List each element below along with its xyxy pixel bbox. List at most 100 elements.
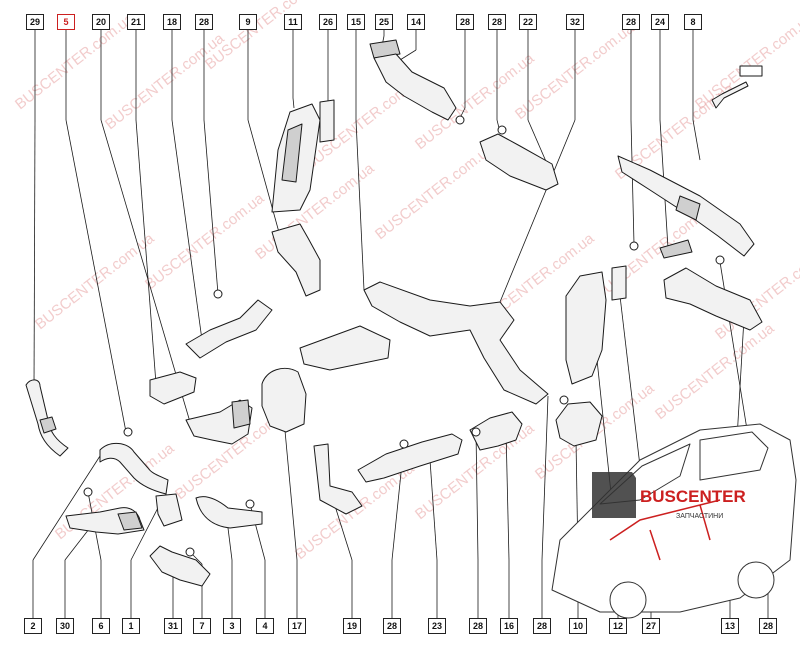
vehicle-side-window [699, 431, 769, 481]
leader-line [33, 119, 36, 389]
part-18-duct [185, 299, 273, 359]
logo-tagline: ЗАПЧАСТИНИ [676, 513, 723, 520]
part-6-bracket [155, 493, 183, 527]
clip-fastener [213, 289, 223, 299]
top-callout-28: 28 [195, 14, 213, 30]
bottom-callout-30: 30 [56, 618, 74, 634]
leader-line [283, 419, 298, 561]
vehicle-front-wheel [609, 581, 647, 619]
top-callout-29: 29 [26, 14, 44, 30]
part-14-duct [373, 53, 457, 121]
buscenter-logo: BUSCENTER ЗАПЧАСТИНИ [592, 472, 746, 520]
logo-name: BUSCENTER [640, 487, 746, 506]
clip-fastener [497, 125, 507, 135]
part-11-inner [281, 123, 303, 183]
bottom-callout-3: 3 [223, 618, 241, 634]
clip-fastener [629, 241, 639, 251]
part-13-duct [663, 267, 763, 331]
watermark-text: BUSCENTER.com.ua [102, 30, 228, 134]
top-callout-25: 25 [375, 14, 393, 30]
part-9-duct [271, 223, 321, 297]
part-8-grille [675, 195, 701, 221]
clip-fastener [715, 255, 725, 265]
vehicle-interior-ducts [609, 499, 721, 561]
bottom-callout-28: 28 [759, 618, 777, 634]
bottom-callout-28: 28 [383, 618, 401, 634]
part-22-duct [479, 133, 559, 191]
top-callout-28: 28 [488, 14, 506, 30]
bottom-callout-7: 7 [193, 618, 211, 634]
leader-line [475, 431, 479, 561]
bottom-callout-12: 12 [609, 618, 627, 634]
top-callout-9: 9 [239, 14, 257, 30]
part-25-vent [369, 39, 401, 59]
part-24-vent [659, 239, 693, 259]
clip-fastener [185, 547, 195, 557]
leader-line [429, 459, 438, 561]
part-20-vent [231, 399, 251, 429]
watermark-text: BUSCENTER.com.ua [292, 460, 418, 564]
part-27-vent [611, 265, 627, 301]
bottom-callout-31: 31 [164, 618, 182, 634]
bottom-callout-2: 2 [24, 618, 42, 634]
clip-fastener [455, 115, 465, 125]
part-17-housing [261, 368, 307, 433]
leader-line [130, 499, 163, 561]
part-15-duct [299, 325, 391, 371]
top-callout-8: 8 [684, 14, 702, 30]
top-callout-22: 22 [519, 14, 537, 30]
part-8-pin [711, 81, 749, 109]
leader-line [527, 119, 549, 167]
logo-bus-icon [592, 472, 636, 518]
leader-line [399, 49, 417, 61]
leader-line [505, 429, 510, 561]
leader-line [541, 395, 549, 561]
clip-fastener [399, 439, 409, 449]
top-callout-21: 21 [127, 14, 145, 30]
top-callout-15: 15 [347, 14, 365, 30]
watermark-text: BUSCENTER.com.ua [252, 160, 378, 264]
vehicle-illustration [551, 423, 797, 619]
vehicle-rear-wheel [737, 561, 775, 599]
bottom-callout-1: 1 [122, 618, 140, 634]
watermark-text: BUSCENTER.com.ua [372, 140, 498, 244]
part-19-duct [313, 443, 363, 515]
watermark-text: BUSCENTER.com.ua [142, 190, 268, 294]
top-callout-20: 20 [92, 14, 110, 30]
top-callout-11: 11 [284, 14, 302, 30]
bottom-callout-6: 6 [92, 618, 110, 634]
top-callout-24: 24 [651, 14, 669, 30]
bottom-callout-10: 10 [569, 618, 587, 634]
bottom-callout-27: 27 [642, 618, 660, 634]
top-callout-26: 26 [319, 14, 337, 30]
leader-line [32, 455, 101, 561]
bottom-callout-28: 28 [533, 618, 551, 634]
bottom-callout-17: 17 [288, 618, 306, 634]
parts-layer [25, 39, 797, 619]
clip-fasteners [83, 115, 725, 557]
leader-line [292, 97, 295, 109]
top-callout-28: 28 [622, 14, 640, 30]
leader-line [171, 119, 203, 341]
leader-line [65, 119, 127, 433]
part-31-duct [149, 545, 211, 587]
leader-line [100, 119, 191, 423]
clip-fastener [471, 427, 481, 437]
bottom-callout-16: 16 [500, 618, 518, 634]
clip-fastener [83, 487, 93, 497]
top-callout-28: 28 [456, 14, 474, 30]
leader-line [135, 119, 157, 385]
leader-line [203, 119, 219, 295]
part-32-main-duct [363, 281, 549, 405]
clip-fastener [123, 427, 133, 437]
bottom-callout-19: 19 [343, 618, 361, 634]
part-26-vent [319, 99, 335, 143]
part-3-duct [195, 496, 263, 529]
top-callout-14: 14 [407, 14, 425, 30]
top-callout-18: 18 [163, 14, 181, 30]
part-2-duct [99, 443, 169, 495]
bottom-callout-28: 28 [469, 618, 487, 634]
bottom-callout-4: 4 [256, 618, 274, 634]
leader-line [247, 119, 281, 237]
